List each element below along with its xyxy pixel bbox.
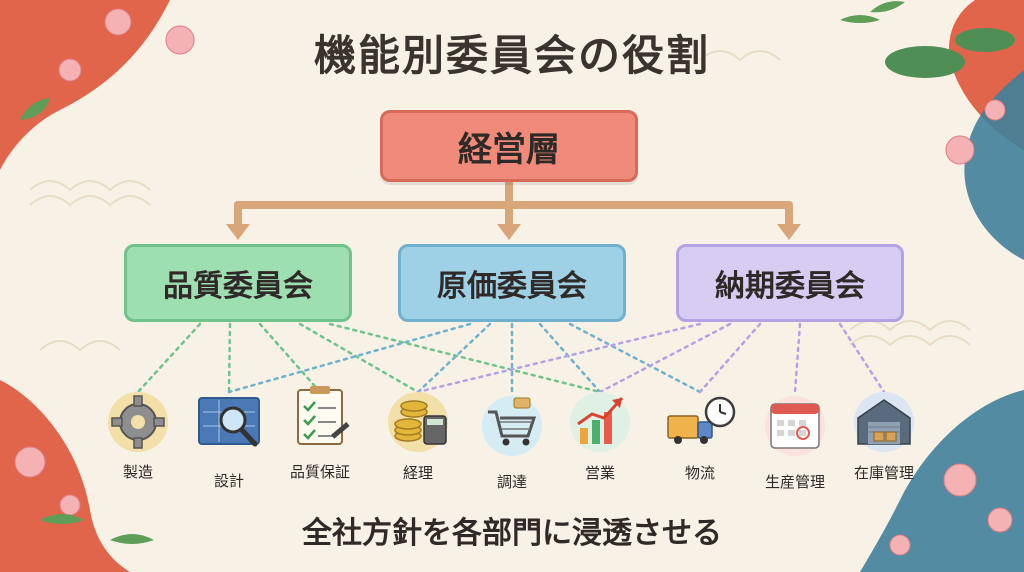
diagram-title: 機能別委員会の役割	[313, 31, 710, 80]
dept-label-production-control: 生産管理	[764, 473, 825, 491]
corner-bottom-right	[860, 390, 1024, 572]
coins-calculator-icon	[388, 392, 448, 452]
management-box: 経営層	[380, 110, 638, 182]
cost-committee-label: 原価委員会	[437, 269, 587, 304]
footer-caption: 全社方針を各部門に浸透させる	[302, 516, 722, 551]
dept-label-manufacturing: 製造	[122, 463, 153, 481]
management-label: 経営層	[458, 129, 560, 170]
dept-label-quality-assurance: 品質保証	[289, 463, 350, 481]
gear-icon	[108, 392, 168, 452]
shopping-cart-icon	[482, 396, 542, 456]
delivery-committee-label: 納期委員会	[715, 269, 865, 304]
cost-committee-box: 原価委員会	[398, 244, 626, 322]
warehouse-icon	[854, 392, 914, 452]
corner-bottom-left	[0, 380, 130, 572]
corner-right-blue	[964, 70, 1024, 260]
dept-label-logistics: 物流	[684, 464, 715, 482]
dept-label-accounting: 経理	[402, 464, 433, 482]
dept-label-design: 設計	[213, 472, 244, 490]
quality-committee-label: 品質委員会	[163, 269, 313, 304]
calendar-icon	[765, 396, 825, 456]
delivery-truck-icon	[667, 396, 736, 444]
checklist-icon	[297, 386, 350, 445]
arrow-quality	[226, 224, 250, 240]
delivery-committee-box: 納期委員会	[676, 244, 904, 322]
growth-chart-icon	[570, 392, 630, 452]
arrow-delivery	[777, 224, 801, 240]
corner-top-left	[0, 0, 170, 170]
arrow-cost	[497, 224, 521, 240]
blueprint-magnifier-icon	[198, 397, 260, 447]
quality-committee-box: 品質委員会	[124, 244, 352, 322]
dept-label-sales: 営業	[584, 464, 615, 482]
dept-label-inventory-control: 在庫管理	[853, 464, 914, 482]
dept-label-procurement: 調達	[496, 473, 527, 491]
